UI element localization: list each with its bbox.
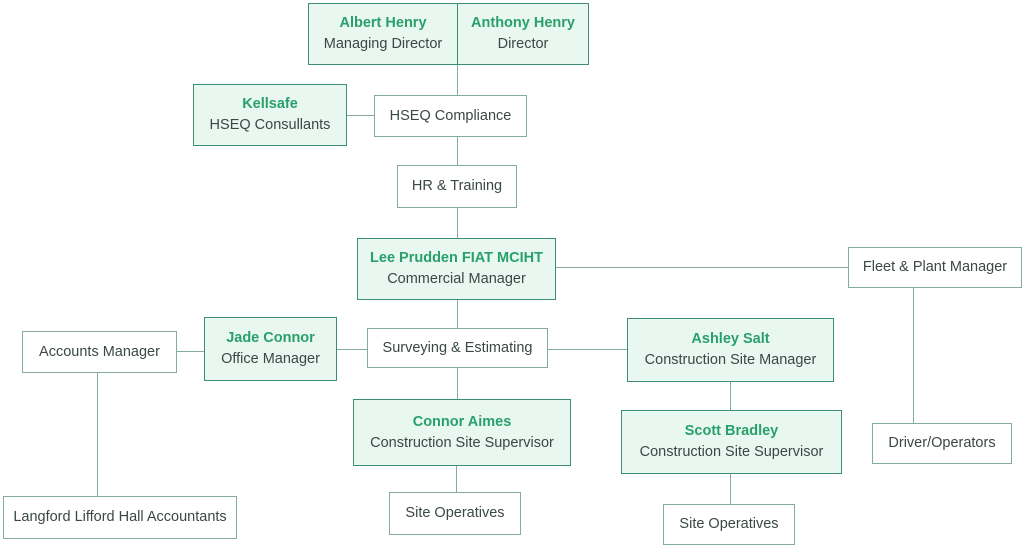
person-title: Managing Director [323,36,443,52]
role-label: Langford Lifford Hall Accountants [13,509,227,525]
person-title: Office Manager [221,351,320,367]
node-fleet-plant-manager: Fleet & Plant Manager [848,247,1022,288]
connector-surveying-to-ashley [548,349,627,350]
person-title: Commercial Manager [387,271,526,287]
node-jade-connor: Jade Connor Office Manager [204,317,337,381]
role-label: Site Operatives [679,516,779,532]
person-name: Albert Henry [339,15,427,31]
person-name: Jade Connor [226,330,315,346]
connector-jade-to-surveying [337,349,367,350]
node-ashley-salt: Ashley Salt Construction Site Manager [627,318,834,382]
node-lee-prudden: Lee Prudden FIAT MCIHT Commercial Manage… [357,238,556,300]
connector-directors-to-hseq [457,65,458,95]
node-albert-henry: Albert Henry Managing Director [309,4,458,64]
person-name: Lee Prudden FIAT MCIHT [370,250,543,266]
person-name: Connor Aimes [412,413,512,430]
connector-accounts-to-jade [177,351,204,352]
node-hr-training: HR & Training [397,165,517,208]
person-name: Scott Bradley [684,423,779,439]
person-title: Construction Site Supervisor [370,434,554,451]
role-label: Surveying & Estimating [382,339,533,356]
role-label: HR & Training [411,178,503,194]
person-title: Construction Site Supervisor [639,444,824,460]
role-label: Accounts Manager [39,343,160,360]
connector-ashley-to-scott [730,382,731,410]
node-driver-operators: Driver/Operators [872,423,1012,464]
node-kellsafe: Kellsafe HSEQ Consullants [193,84,347,146]
node-accounts-manager: Accounts Manager [22,331,177,373]
connector-surveying-to-connor [457,368,458,399]
node-directors-group: Albert Henry Managing Director Anthony H… [308,3,589,65]
person-name: Anthony Henry [471,15,575,31]
person-title: HSEQ Consullants [209,117,331,133]
connector-hseq-to-hr [457,137,458,165]
role-label: Site Operatives [405,505,505,521]
connector-kellsafe-to-hseq [347,115,374,116]
connector-lee-to-surveying [457,300,458,328]
node-surveying-estimating: Surveying & Estimating [367,328,548,368]
node-connor-aimes: Connor Aimes Construction Site Superviso… [353,399,571,466]
connector-scott-to-siteops [730,474,731,504]
node-scott-bradley: Scott Bradley Construction Site Supervis… [621,410,842,474]
connector-connor-to-siteops [456,466,457,492]
person-name: Kellsafe [242,96,298,112]
role-label: HSEQ Compliance [389,107,512,124]
connector-lee-to-fleet [556,267,848,268]
person-name: Ashley Salt [691,331,770,347]
node-hseq-compliance: HSEQ Compliance [374,95,527,137]
role-label: Driver/Operators [888,435,996,451]
connector-fleet-to-driver [913,288,914,423]
node-site-operatives-left: Site Operatives [389,492,521,535]
connector-hr-to-lee [457,208,458,238]
node-langford-accountants: Langford Lifford Hall Accountants [3,496,237,539]
person-title: Construction Site Manager [644,352,817,368]
node-site-operatives-right: Site Operatives [663,504,795,545]
connector-accounts-to-langford [97,373,98,496]
person-title: Director [497,36,549,52]
role-label: Fleet & Plant Manager [862,259,1008,275]
node-anthony-henry: Anthony Henry Director [458,4,588,64]
